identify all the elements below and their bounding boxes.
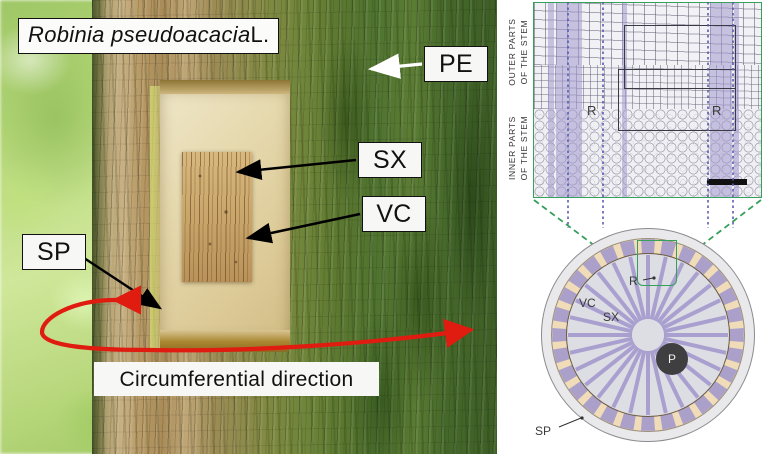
connector-overlay [533,2,762,256]
green-connector-left [533,199,608,256]
photo-annotation-overlay [39,53,475,353]
secondary-xylem-core: P [566,253,730,417]
ray-band-1 [548,3,554,197]
label-pe: PE [424,46,488,82]
diagram-label-sp: SP [535,424,552,438]
stem-cross-section-diagram: P VC SX R SP [533,222,761,452]
ray-band-2 [556,3,582,197]
periderm-ring: P [541,228,755,442]
r-leader-dot [652,276,656,280]
diagram-leader-lines [558,276,656,428]
label-sp: SP [22,234,86,270]
window-top-edge [160,80,290,94]
species-authority: L. [250,22,270,47]
highlight-region-rect [637,240,677,286]
micrograph-roi-box-lower [618,69,736,131]
diagram-label-r: R [629,274,638,288]
species-title: Robinia pseudoacacia L. [18,18,280,54]
diagram-label-vc: VC [579,296,596,310]
ray-band-4 [710,3,732,197]
ray-label-right: R [712,103,722,118]
sp-leader-line [558,417,582,428]
label-sx: SX [358,142,422,178]
inner-ray-spokes [568,255,728,415]
scale-bar [707,179,747,185]
bark-photograph: Robinia pseudoacacia L. PE SX VC SP Circ… [0,0,497,454]
r-leader-line [642,277,654,281]
circumferential-direction-arrow [39,285,475,353]
sp-leader-dot [580,416,584,420]
ray-label-left: R [587,103,597,118]
vc-arrow [245,212,361,244]
micrograph-panel: R R [533,2,762,256]
micrograph-roi-box-upper [624,25,736,89]
micrograph-image: R R [533,2,762,198]
exuded-sap [150,86,162,348]
ray-band-3 [622,3,627,197]
label-circumferential-direction: Circumferential direction [94,362,379,396]
ray-band-5 [734,3,739,197]
trunk-edge-shadow [92,0,108,454]
sx-arrow [235,158,357,180]
right-panel: OUTER PARTS OF THE STEM INNER PARTS OF T… [497,0,768,454]
pith: P [656,343,688,375]
diagram-label-sx: SX [603,310,620,324]
pe-arrow [367,53,423,79]
species-name-italic: Robinia pseudoacacia [28,22,251,47]
label-vc: VC [362,196,426,232]
